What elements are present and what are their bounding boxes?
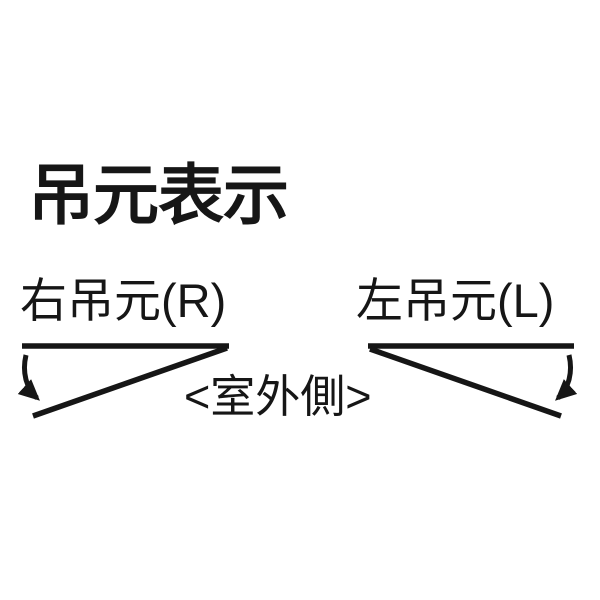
right-hinge-door-open-line [32,345,228,419]
outdoor-side-label: <室外側> [184,371,372,422]
left-hinge-label: 左吊元(L) [356,274,555,327]
right-hinge-label: 右吊元(R) [20,274,227,327]
left-hinge-door-open-line [369,346,562,419]
page-title: 吊元表示 [28,158,289,232]
left-hinge-swing-arrow-icon [555,354,578,401]
right-hinge-swing-arrow-icon [17,354,40,401]
